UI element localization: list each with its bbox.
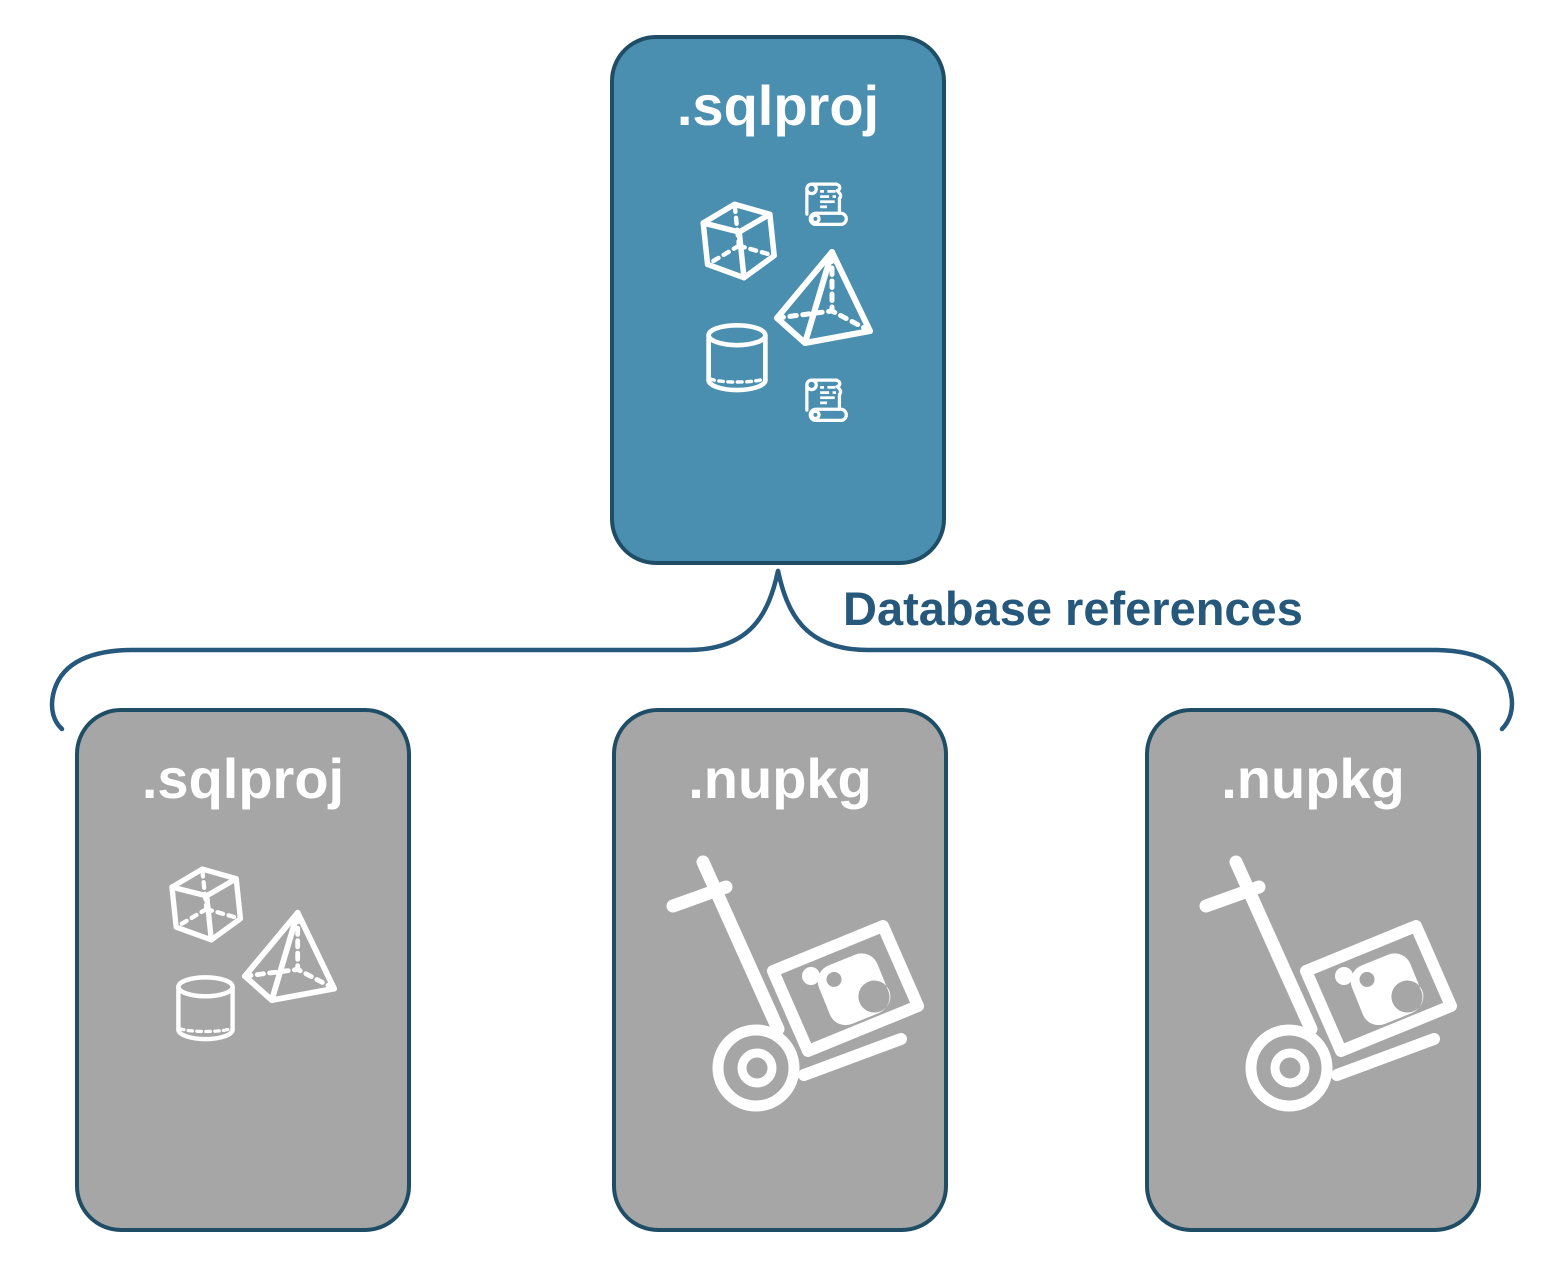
connector-label: Database references [843, 582, 1303, 635]
child-sqlproj-box: .sqlproj [75, 708, 411, 1232]
scroll-icon [801, 179, 853, 227]
cube-icon [165, 864, 247, 946]
box-title: .sqlproj [141, 747, 345, 810]
pyramid-icon [242, 908, 338, 1004]
cylinder-icon [174, 974, 237, 1045]
box-title: .sqlproj [676, 74, 880, 137]
cylinder-icon [704, 322, 770, 396]
child-nupkg-box-2: .nupkg [1145, 708, 1481, 1232]
scroll-icon [801, 375, 853, 423]
nuget-package-handtruck-icon [1189, 849, 1459, 1149]
brace-left-arm [49, 568, 781, 732]
cube-icon [696, 199, 781, 284]
nuget-package-handtruck-icon [656, 849, 926, 1149]
pyramid-icon [774, 247, 874, 347]
box-title: .nupkg [1221, 747, 1405, 810]
box-title: .nupkg [688, 747, 872, 810]
root-sqlproj-box: .sqlproj [610, 35, 946, 565]
child-nupkg-box-1: .nupkg [612, 708, 948, 1232]
